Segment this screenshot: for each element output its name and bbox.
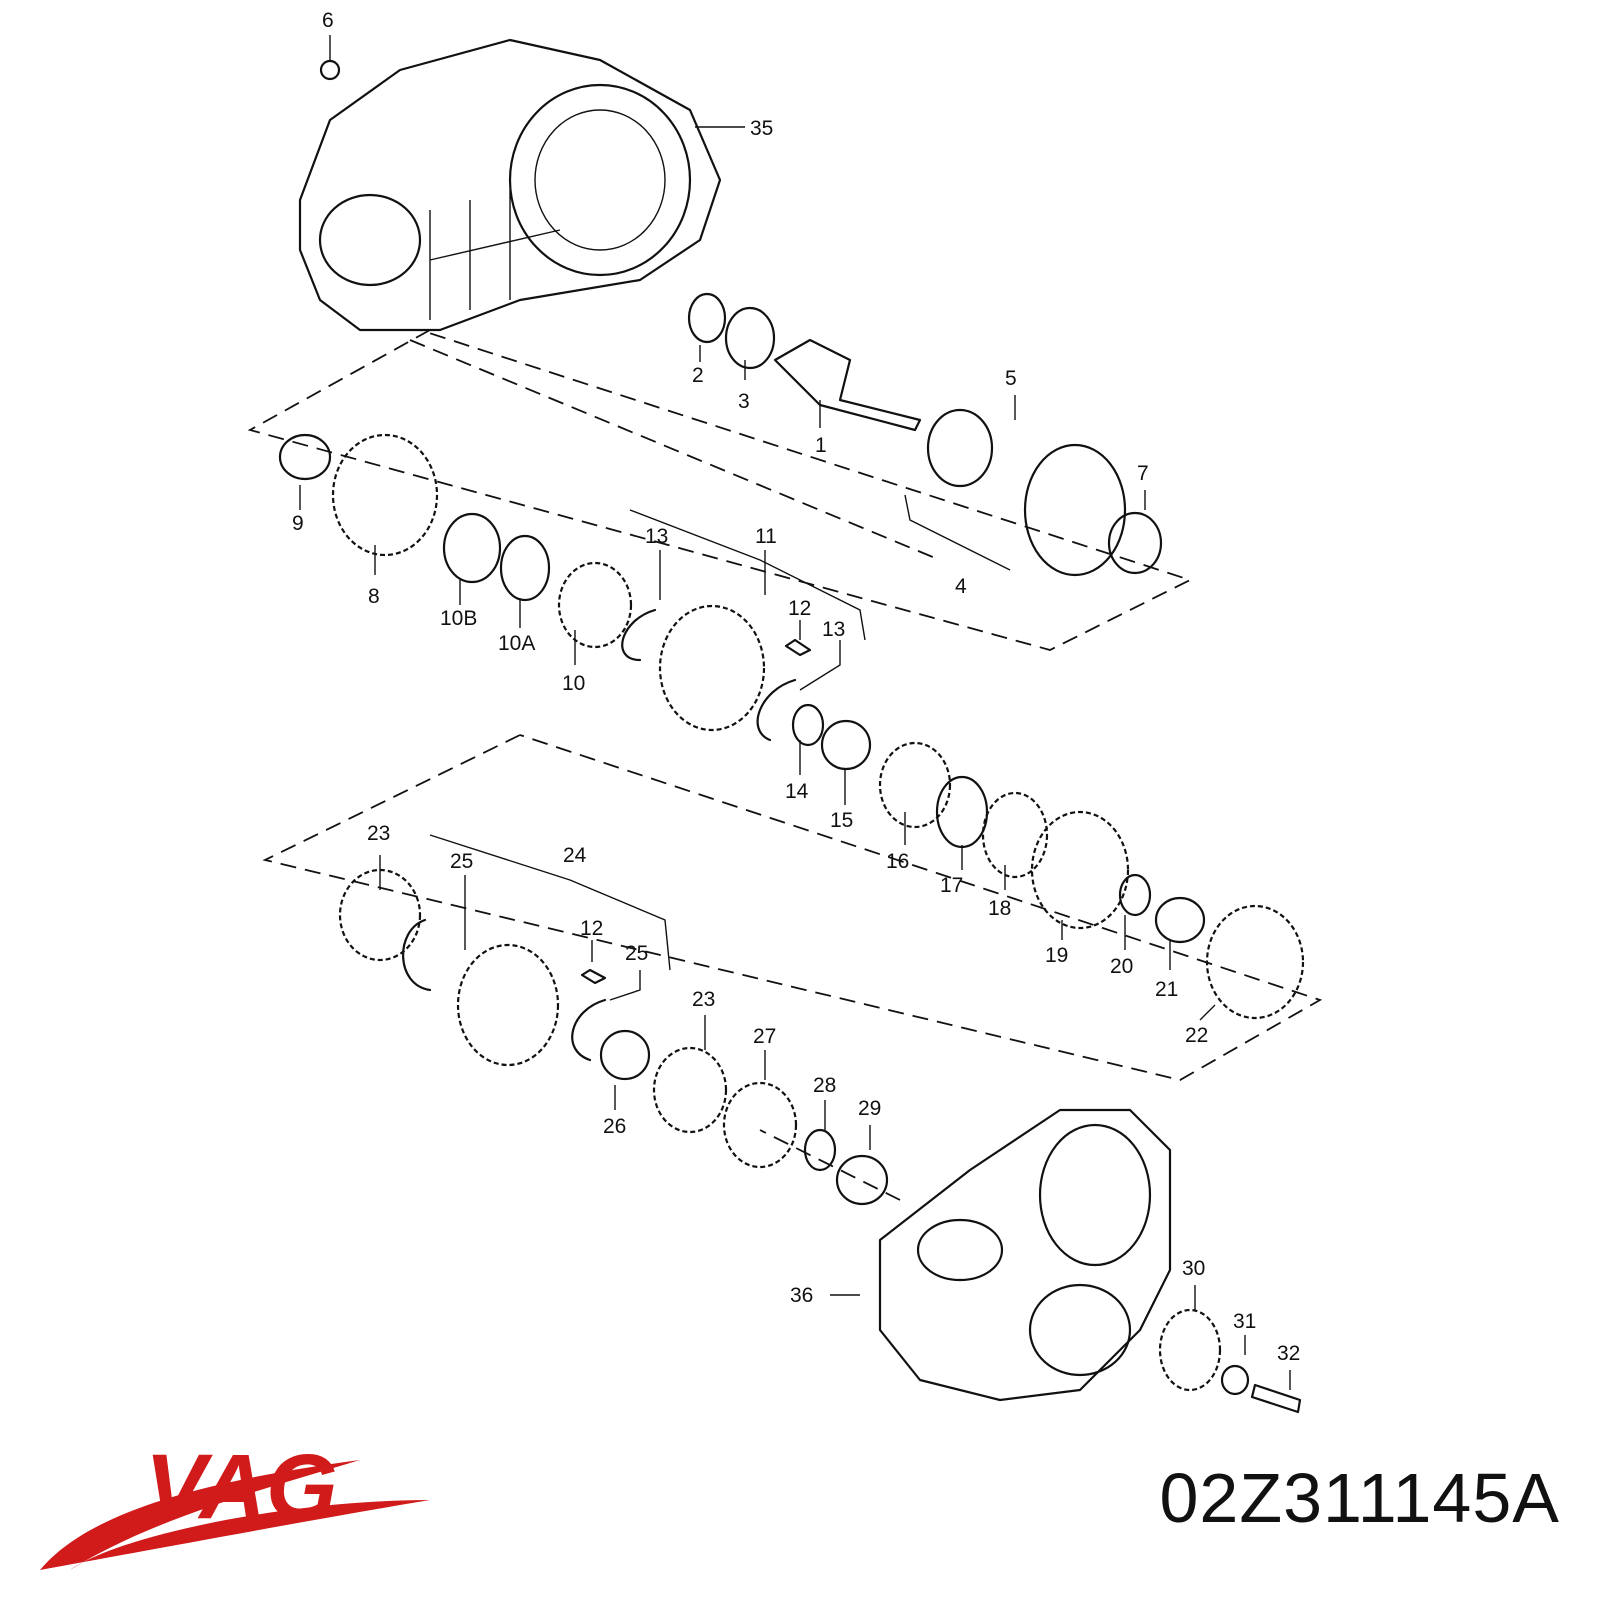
callout-13-lower: 13 xyxy=(822,618,845,641)
callout-22: 22 xyxy=(1185,1024,1208,1047)
callout-31: 31 xyxy=(1233,1310,1256,1333)
callout-23-upper: 23 xyxy=(367,822,390,845)
callout-12-lower: 12 xyxy=(580,917,603,940)
callout-3: 3 xyxy=(738,390,750,413)
transmission-housing-rear xyxy=(878,1108,1302,1414)
leader-lines xyxy=(299,35,1291,1390)
callout-36: 36 xyxy=(790,1284,813,1307)
callout-9: 9 xyxy=(292,512,304,535)
callout-27: 27 xyxy=(753,1025,776,1048)
callout-16: 16 xyxy=(886,850,909,873)
callout-18: 18 xyxy=(988,897,1011,920)
callout-2: 2 xyxy=(692,364,704,387)
assembly-lines xyxy=(247,329,1323,1201)
transmission-housing-front xyxy=(298,38,722,332)
callout-12-upper: 12 xyxy=(788,597,811,620)
callout-24: 24 xyxy=(563,844,587,867)
gear-cluster-upper xyxy=(278,433,872,771)
callout-25-right: 25 xyxy=(625,942,648,965)
callout-32: 32 xyxy=(1277,1342,1300,1365)
callout-8: 8 xyxy=(368,585,380,608)
logo-wordmark: VAG xyxy=(145,1436,338,1538)
callout-11: 11 xyxy=(755,525,777,548)
callout-21: 21 xyxy=(1155,978,1178,1001)
callout-28: 28 xyxy=(813,1074,836,1097)
part-number: 02Z311145A xyxy=(1159,1459,1560,1537)
callout-35: 35 xyxy=(750,117,773,140)
callout-10: 10 xyxy=(562,672,585,695)
callout-7: 7 xyxy=(1137,462,1149,485)
callout-23-lower: 23 xyxy=(692,988,715,1011)
callout-13-upper: 13 xyxy=(645,525,668,548)
callout-29: 29 xyxy=(858,1097,881,1120)
callout-30: 30 xyxy=(1182,1257,1205,1280)
callout-20: 20 xyxy=(1110,955,1133,978)
callout-15: 15 xyxy=(830,809,853,832)
gear-cluster-lower xyxy=(338,868,889,1206)
callout-26: 26 xyxy=(603,1115,626,1138)
callout-10A: 10A xyxy=(498,632,535,655)
callout-19: 19 xyxy=(1045,944,1068,967)
callout-labels: 6 35 2 3 1 5 7 4 9 8 10B 10A 10 13 11 12… xyxy=(292,9,1300,1365)
callout-4: 4 xyxy=(955,575,967,598)
callout-1: 1 xyxy=(815,434,827,457)
logo-swoosh xyxy=(40,1460,430,1570)
vag-logo: VAG xyxy=(40,1436,430,1570)
callout-14: 14 xyxy=(785,780,809,803)
output-shaft xyxy=(687,292,1163,577)
callout-5: 5 xyxy=(1005,367,1017,390)
callout-6: 6 xyxy=(322,9,334,32)
callout-10B: 10B xyxy=(440,607,477,630)
callout-17: 17 xyxy=(940,874,963,897)
callout-25-left: 25 xyxy=(450,850,473,873)
